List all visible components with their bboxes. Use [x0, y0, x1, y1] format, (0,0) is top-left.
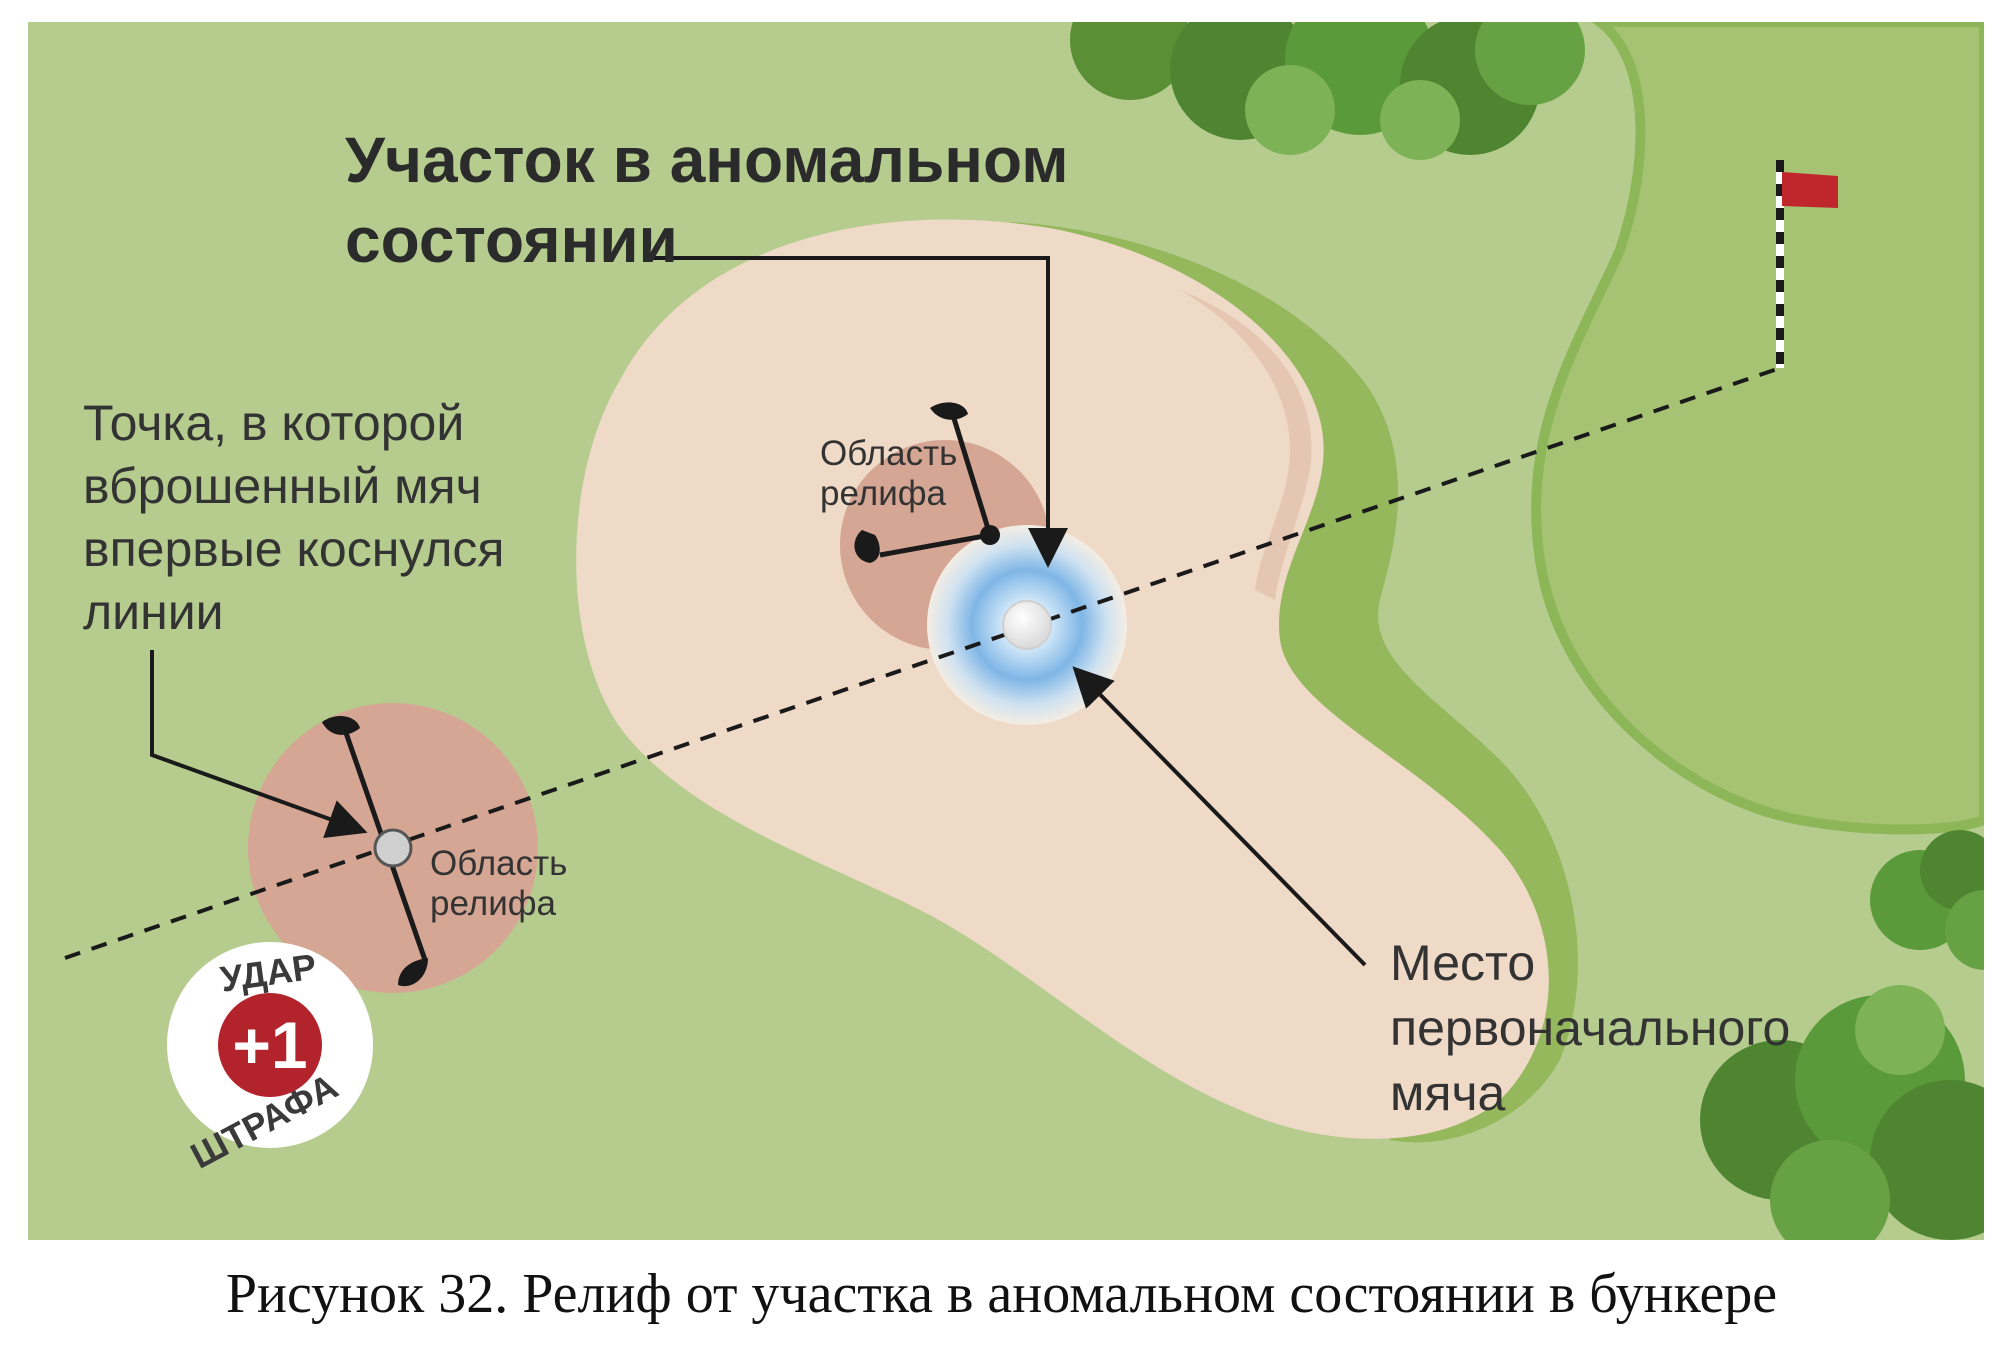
drop-point-leader-arrow [150, 650, 368, 838]
club-length-right-icon [854, 402, 1000, 563]
original-ball-label: Место первоначального мяча [1390, 935, 1804, 1121]
reference-line [64, 366, 1781, 960]
flag-icon [1782, 172, 1838, 208]
abnormal-area-leader-arrow [645, 256, 1068, 568]
drop-point-label: Точка, в которой вброшенный мяч впервые … [83, 395, 518, 640]
drop-point [373, 828, 413, 868]
figure-caption: Рисунок 32. Релиф от участка в аномально… [225, 1263, 1778, 1325]
relief-area-left-label: Область релифа [430, 844, 577, 923]
penalty-circle [218, 993, 322, 1097]
original-ball-leader-arrow [1072, 666, 1367, 967]
tree-right [1700, 830, 1984, 1240]
original-ball [1002, 600, 1052, 650]
relief-area-right-label: Область релифа [820, 434, 967, 513]
flagstick [1776, 160, 1838, 368]
tree-top [1070, 22, 1585, 160]
penalty-number: +1 [232, 1008, 307, 1082]
bunker-lip-shadow [1180, 290, 1312, 600]
abnormal-area-label: Участок в аномальном состоянии [345, 124, 1086, 276]
course-map: Участок в аномальном состоянии Точка, в … [28, 22, 1984, 1240]
putting-green [1531, 22, 1984, 835]
